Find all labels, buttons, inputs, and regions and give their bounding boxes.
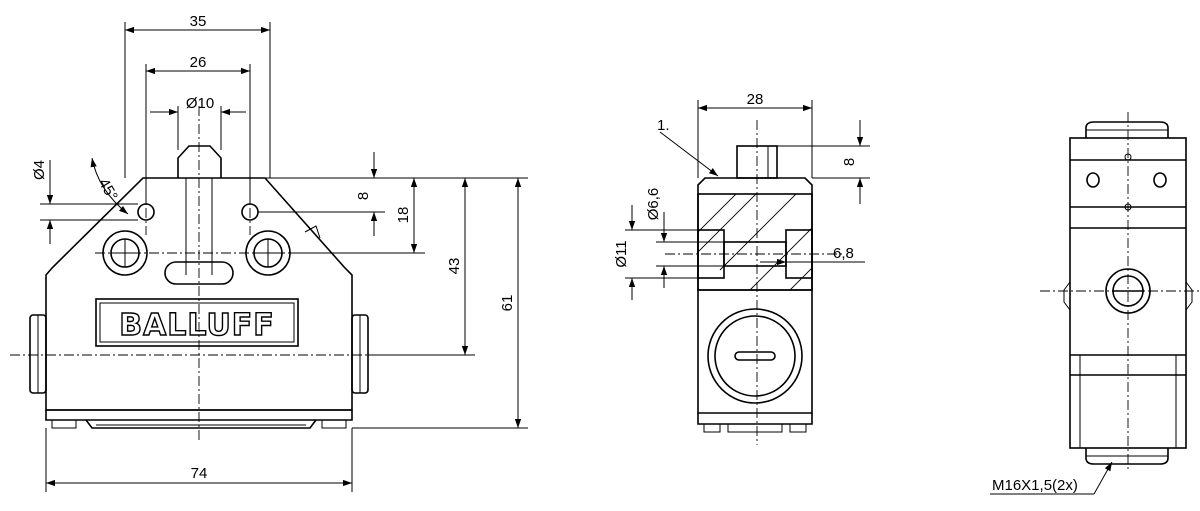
dim-35: 35 — [190, 13, 207, 30]
thread-spec: M16X1,5(2x) — [992, 477, 1078, 494]
logo-plate — [95, 298, 299, 347]
dim-dia-4: Ø4 — [31, 160, 48, 180]
dim-74: 74 — [191, 465, 208, 482]
front-view: BALLUFF 35 26 Ø10 Ø4 45° — [10, 13, 528, 492]
dim-18: 18 — [395, 207, 412, 224]
dim-8-side: 8 — [841, 158, 858, 166]
side-view: 1. 28 8 Ø6,6 Ø11 6,8 — [613, 91, 870, 445]
dim-28: 28 — [747, 91, 764, 108]
dim-dia-10: Ø10 — [186, 95, 214, 112]
dim-6-8: 6,8 — [833, 245, 854, 262]
dim-26: 26 — [190, 54, 207, 71]
dim-dia-6-6: Ø6,6 — [645, 188, 662, 221]
dim-dia-11: Ø11 — [613, 240, 630, 267]
dim-43: 43 — [446, 258, 463, 275]
side-cap-outer — [707, 308, 803, 404]
side-cap-inner — [714, 315, 796, 397]
dim-angle-45: 45° — [95, 176, 121, 204]
brand-logo: BALLUFF — [119, 308, 275, 343]
dim-8-front: 8 — [355, 192, 372, 200]
callout-1: 1. — [657, 117, 670, 134]
dim-61: 61 — [499, 295, 516, 312]
front-slot — [164, 261, 234, 285]
side-body-outline — [697, 177, 813, 414]
front-plunger — [177, 145, 222, 178]
end-hole-left — [1086, 172, 1100, 188]
end-hole-right — [1153, 172, 1167, 188]
end-view: M16X1,5(2x) — [990, 112, 1200, 495]
